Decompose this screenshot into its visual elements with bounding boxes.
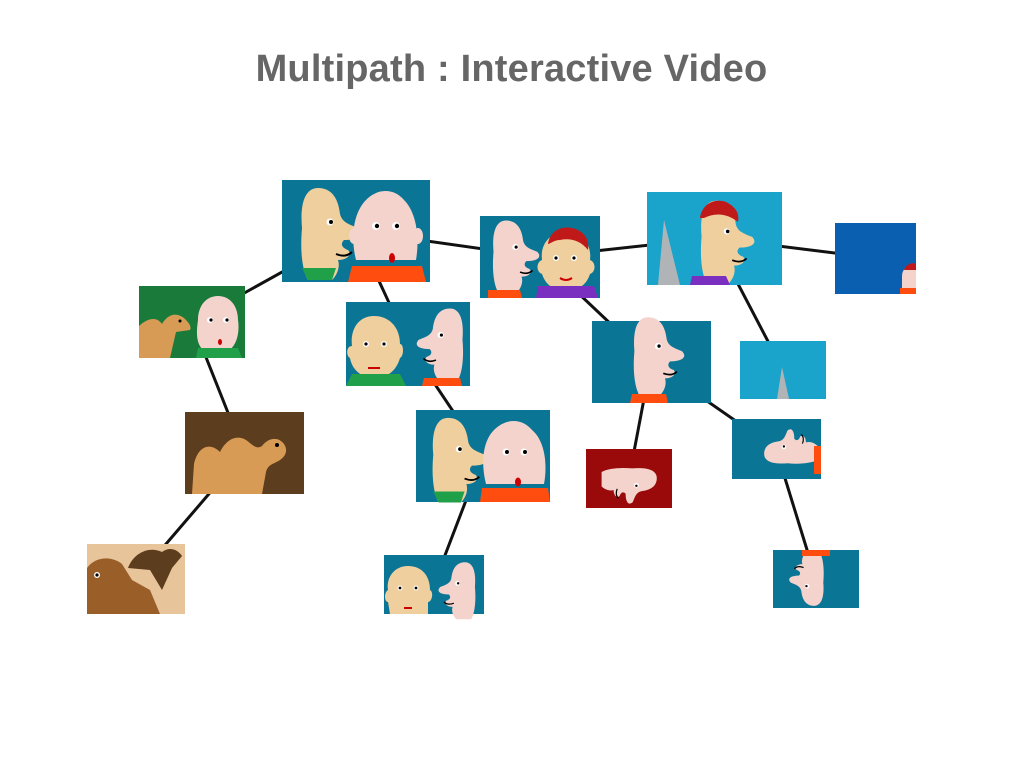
video-node-two-faces-d[interactable] [384,555,484,620]
video-node-blue-corner[interactable] [835,223,916,294]
video-node-root[interactable] [282,180,430,282]
video-node-camel-close[interactable] [87,544,185,614]
video-node-face-red[interactable] [586,449,672,508]
video-node-face-down[interactable] [773,550,859,608]
video-node-face-single[interactable] [592,317,711,403]
video-node-camel-green[interactable] [139,286,245,358]
page-title: Multipath : Interactive Video [255,48,768,90]
video-node-camel-brown[interactable] [185,412,304,494]
video-node-two-faces-c[interactable] [416,410,550,503]
video-node-redhead-large[interactable] [647,192,782,285]
video-node-spike-only[interactable] [740,341,826,399]
video-node-face-redhair[interactable] [480,216,600,298]
video-node-two-faces-b[interactable] [346,302,470,386]
video-node-face-sideways[interactable] [732,419,821,479]
